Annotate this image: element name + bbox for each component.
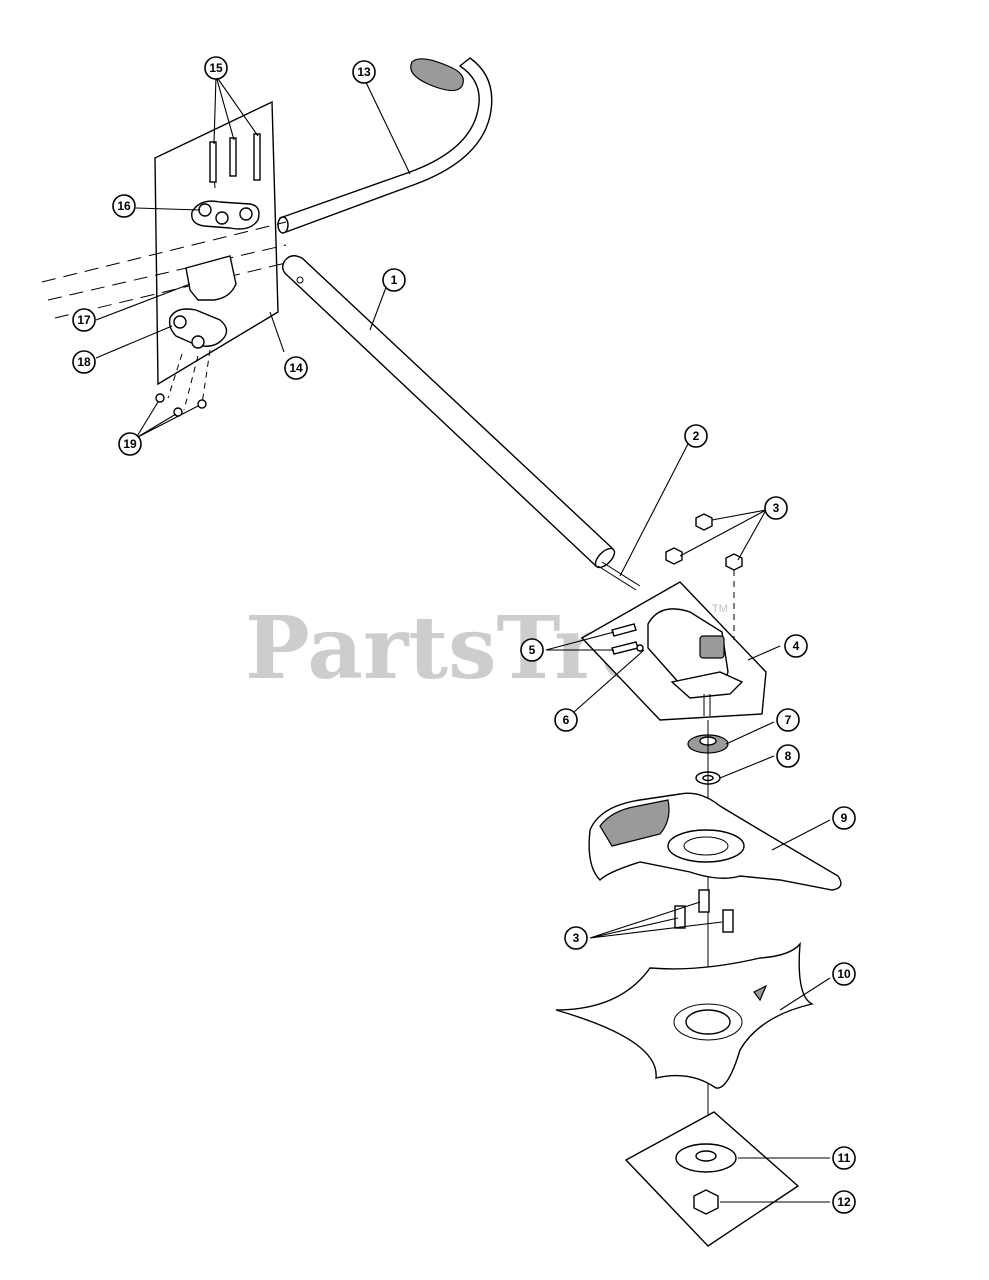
svg-text:18: 18 xyxy=(77,355,91,369)
callout-4: 4 xyxy=(784,634,808,658)
adapter-panel-parts-11-12 xyxy=(624,1111,800,1247)
handle-part-13 xyxy=(277,57,493,234)
svg-text:9: 9 xyxy=(841,811,848,825)
callout-5: 5 xyxy=(520,638,544,662)
svg-text:4: 4 xyxy=(793,639,800,653)
svg-text:17: 17 xyxy=(77,313,91,327)
svg-text:3: 3 xyxy=(573,931,580,945)
callout-8: 8 xyxy=(776,744,800,768)
callout-12: 12 xyxy=(832,1190,856,1214)
callout-1: 1 xyxy=(382,268,406,292)
svg-text:8: 8 xyxy=(785,749,792,763)
svg-text:16: 16 xyxy=(117,199,131,213)
bolts-part-3-bottom xyxy=(674,889,734,933)
callout-10: 10 xyxy=(832,962,856,986)
watermark-trademark: TM xyxy=(712,603,728,615)
blade-part-10 xyxy=(555,941,815,1089)
leader-lines xyxy=(95,73,831,1203)
guard-part-9 xyxy=(588,792,842,891)
svg-text:10: 10 xyxy=(837,967,851,981)
callout-11: 11 xyxy=(832,1146,856,1170)
callout-13: 13 xyxy=(352,60,376,84)
nuts-part-3-top xyxy=(665,513,743,640)
svg-text:7: 7 xyxy=(785,713,792,727)
svg-text:3: 3 xyxy=(773,501,780,515)
svg-text:12: 12 xyxy=(837,1195,851,1209)
callout-16: 16 xyxy=(112,194,136,218)
callout-18: 18 xyxy=(72,350,96,374)
gearbox-panel-part-4 xyxy=(580,581,767,721)
shaft-part-1 xyxy=(281,255,616,569)
callout-15: 15 xyxy=(204,56,228,80)
callout-9: 9 xyxy=(832,806,856,830)
callout-17: 17 xyxy=(72,308,96,332)
svg-text:14: 14 xyxy=(289,361,303,375)
callout-6: 6 xyxy=(554,708,578,732)
svg-text:1: 1 xyxy=(391,273,398,287)
svg-text:11: 11 xyxy=(838,1151,851,1165)
clamp-panel-part-14 xyxy=(41,100,291,417)
svg-text:15: 15 xyxy=(209,61,223,75)
callout-2: 2 xyxy=(684,424,708,448)
svg-text:19: 19 xyxy=(123,437,137,451)
svg-text:13: 13 xyxy=(357,65,371,79)
svg-text:6: 6 xyxy=(563,713,570,727)
callout-3-top: 3 xyxy=(764,496,788,520)
svg-text:2: 2 xyxy=(693,429,700,443)
svg-text:5: 5 xyxy=(529,643,536,657)
callout-14: 14 xyxy=(284,356,308,380)
callout-19: 19 xyxy=(118,432,142,456)
callout-7: 7 xyxy=(776,708,800,732)
callout-3-bottom: 3 xyxy=(564,926,588,950)
